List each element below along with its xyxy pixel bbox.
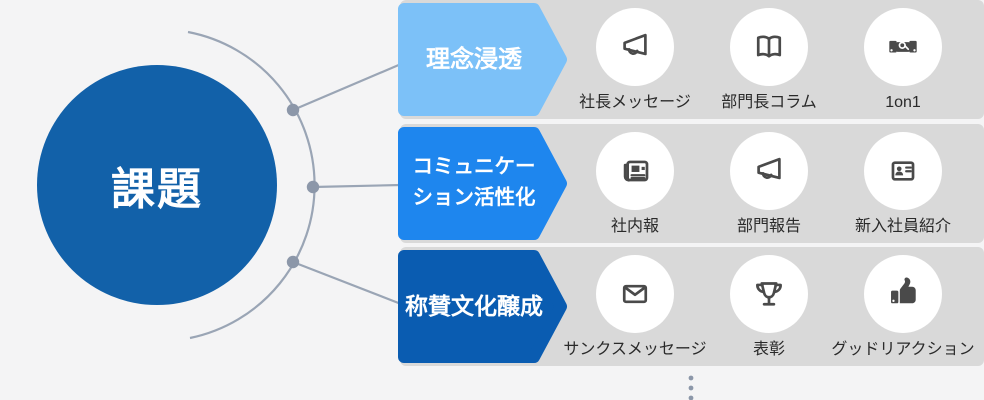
diagram-item: 部門報告 xyxy=(702,124,836,243)
megaphone-icon xyxy=(623,33,647,56)
diagram-item: グッドリアクション xyxy=(831,247,975,366)
thumbs-up-icon xyxy=(891,277,916,304)
newspaper-icon xyxy=(623,160,649,182)
category-label: コミュニケー ション活性化 xyxy=(412,155,536,209)
connector-line-2 xyxy=(312,183,402,189)
category-arrow: 称賛文化醸成 xyxy=(398,250,568,363)
category-row-rinen: 理念浸透 社長メッセージ 部門長コラム xyxy=(398,0,984,119)
diagram-item: 1on1 xyxy=(836,0,970,119)
continuation-dots-icon xyxy=(688,375,694,400)
issue-circle-label: 課題 xyxy=(111,165,203,214)
item-label: 社長メッセージ xyxy=(579,94,691,111)
connector-dot-2 xyxy=(306,180,320,194)
connector-dot-3 xyxy=(286,255,300,269)
item-label: サンクスメッセージ xyxy=(563,341,707,358)
item-label: 社内報 xyxy=(610,217,659,235)
category-row-praise: 称賛文化醸成 サンクスメッセージ xyxy=(398,247,984,366)
diagram-item: 新入社員紹介 xyxy=(836,124,970,243)
category-label: 理念浸透 xyxy=(426,45,522,73)
diagram-item: 社内報 xyxy=(568,124,702,243)
handshake-icon xyxy=(889,40,917,53)
category-arrow: 理念浸透 xyxy=(398,3,568,116)
item-label: 新入社員紹介 xyxy=(854,217,951,235)
item-label: 表彰 xyxy=(752,341,785,358)
issue-circle: 課題 xyxy=(37,65,277,305)
connector-dot-1 xyxy=(286,103,300,117)
diagram-item: 部門長コラム xyxy=(702,0,836,119)
id-card-icon xyxy=(891,160,915,181)
category-arrow: コミュニケー ション活性化 xyxy=(398,126,568,240)
envelope-icon xyxy=(622,284,648,304)
connector-line-3 xyxy=(292,260,402,306)
diagram-item: 社長メッセージ xyxy=(568,0,702,119)
item-label: グッドリアクション xyxy=(831,341,975,358)
trophy-icon xyxy=(756,282,782,306)
item-label: 1on1 xyxy=(885,94,921,111)
megaphone-icon xyxy=(757,157,781,179)
item-label: 部門長コラム xyxy=(721,94,817,111)
diagram-item: 表彰 xyxy=(702,247,836,366)
category-label: 称賛文化醸成 xyxy=(405,293,543,320)
diagram-item: サンクスメッセージ xyxy=(563,247,707,366)
book-icon xyxy=(756,35,782,58)
category-row-communication: コミュニケー ション活性化 社内報 xyxy=(398,123,984,243)
item-label: 部門報告 xyxy=(736,217,801,235)
connector-line-1 xyxy=(292,62,402,112)
